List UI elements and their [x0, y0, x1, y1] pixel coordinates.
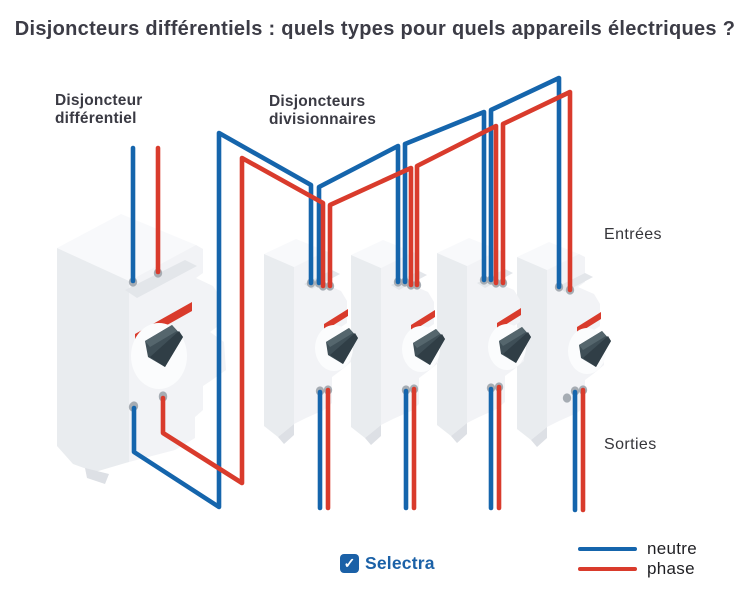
legend-neutre-line — [578, 546, 637, 552]
toggle-shadow — [417, 334, 445, 365]
label-entrees: Entrées — [604, 226, 662, 243]
wire-phase-breaker1-to-breaker2 — [327, 165, 414, 289]
brand-name: Selectra — [365, 553, 435, 573]
breaker-red-stripe — [411, 310, 435, 332]
divisional-breaker-1 — [264, 239, 358, 444]
label-sorties: Sorties — [604, 436, 657, 453]
toggle-highlight — [326, 328, 353, 347]
label-line: divisionnaires — [269, 110, 377, 128]
terminal-dot — [562, 393, 572, 403]
breaker-foot — [531, 427, 547, 447]
toggle-highlight — [499, 327, 526, 346]
wire-phase-breaker2-to-breaker3 — [414, 123, 499, 288]
wire-neutre-breaker3-to-breaker4 — [488, 75, 562, 290]
check-square-icon: ✓ — [340, 554, 359, 573]
breaker-left-face — [57, 248, 129, 472]
label-disjoncteur-differentiel: Disjoncteur différentiel — [55, 92, 142, 127]
breaker-entry-shelf — [557, 273, 593, 292]
breaker-red-stripe — [324, 309, 348, 331]
wire-neutre-breaker1-to-breaker2 — [316, 143, 401, 286]
label-disjoncteurs-divisionnaires: Disjoncteurs divisionnaires — [269, 93, 376, 128]
toggle-shadow — [150, 331, 183, 367]
breaker-top-face — [57, 214, 196, 281]
breaker-top-face — [517, 242, 579, 270]
breaker-foot — [365, 425, 381, 445]
wire-phase-breaker3-to-breaker4 — [500, 89, 573, 293]
breaker-left-face — [517, 257, 547, 440]
toggle-shadow — [503, 332, 531, 363]
breaker-left-face — [264, 254, 294, 437]
breaker-red-stripe — [577, 312, 601, 334]
breaker-entry-shelf — [125, 260, 197, 298]
toggle-shadow — [583, 336, 611, 367]
breaker-left-face — [437, 253, 467, 436]
brand-logo: ✓ Selectra — [340, 553, 435, 574]
wire-neutre-differential-to-breaker1 — [131, 130, 314, 510]
label-line: Disjoncteur — [55, 92, 143, 109]
breaker-left-face — [351, 255, 381, 438]
toggle-shadow — [330, 333, 358, 364]
wire-neutre-breaker2-to-breaker3 — [402, 109, 487, 285]
page-title: Disjoncteurs différentiels : quels types… — [14, 18, 736, 40]
toggle-highlight — [413, 329, 440, 348]
breaker-foot — [85, 468, 109, 484]
legend-phase-line — [578, 566, 637, 572]
divisional-breaker-4 — [517, 242, 611, 447]
legend-neutre-label: neutre — [647, 539, 698, 558]
toggle-highlight — [579, 331, 606, 350]
toggle-highlight — [145, 325, 177, 347]
legend-phase: phase — [578, 559, 695, 578]
label-line: Disjoncteurs — [269, 93, 366, 110]
breaker-red-stripe — [497, 308, 521, 330]
breaker-foot — [278, 424, 294, 444]
differential-breaker — [57, 214, 226, 484]
label-line: différentiel — [55, 109, 137, 127]
legend-neutre: neutre — [578, 539, 698, 558]
wire-phase-differential-to-breaker1 — [160, 155, 326, 486]
legend-phase-label: phase — [647, 559, 695, 578]
breaker-foot — [451, 423, 467, 443]
